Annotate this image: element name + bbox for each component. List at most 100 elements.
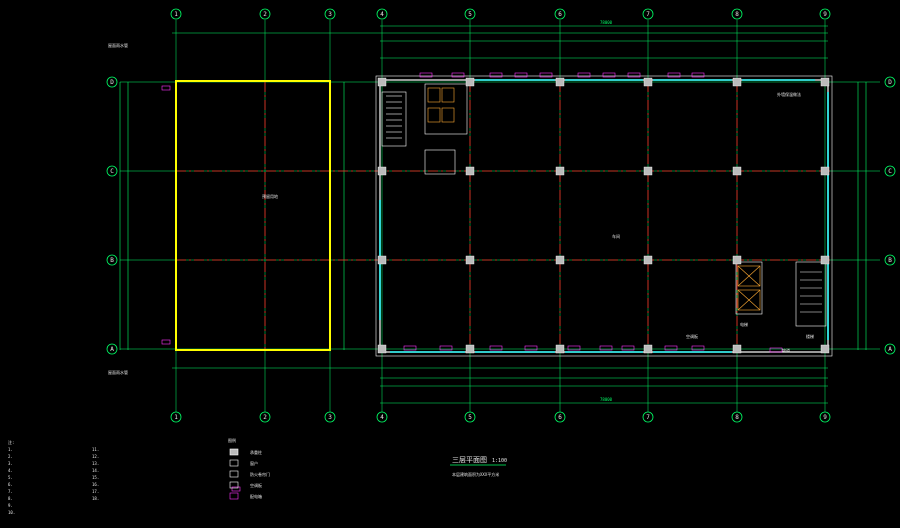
note-line: 17. bbox=[92, 489, 99, 494]
svg-text:B: B bbox=[110, 257, 114, 264]
legend-label: 承重柱 bbox=[250, 449, 262, 455]
svg-text:8: 8 bbox=[735, 11, 739, 18]
note-line: 9. bbox=[8, 503, 13, 508]
note-line: 2. bbox=[8, 454, 13, 459]
svg-text:C: C bbox=[888, 168, 892, 175]
axis-bubble-top-3: 3 bbox=[324, 8, 336, 20]
axis-bubble-left-D: D bbox=[106, 76, 118, 88]
svg-text:7: 7 bbox=[646, 414, 650, 421]
axis-bubble-top-9: 9 bbox=[819, 8, 831, 20]
stair-core-right[interactable] bbox=[735, 261, 827, 327]
axis-bubble-bottom-4: 4 bbox=[376, 411, 388, 423]
tag-stair: 楼梯 bbox=[806, 333, 814, 339]
note-line: 11. bbox=[92, 447, 99, 452]
notes-col1: 1.2.3.4.5.6.7.8.9.10. bbox=[8, 447, 15, 515]
svg-text:5: 5 bbox=[468, 11, 472, 18]
axis-bubble-left-C: C bbox=[106, 165, 118, 177]
tag-elevator: 电梯 bbox=[740, 321, 748, 327]
svg-text:5: 5 bbox=[468, 414, 472, 421]
note-line: 5. bbox=[8, 475, 13, 480]
red-axes bbox=[176, 82, 830, 349]
tag-ramp: 坡道 bbox=[782, 347, 790, 353]
legend-swatch bbox=[229, 448, 239, 456]
room-label-right: 车间 bbox=[612, 233, 620, 239]
note-line: 14. bbox=[92, 468, 99, 473]
axis-bubble-left-A: A bbox=[106, 343, 118, 355]
svg-text:B: B bbox=[888, 257, 892, 264]
note-line: 4. bbox=[8, 468, 13, 473]
svg-text:1: 1 bbox=[174, 414, 178, 421]
legend-label: 空调板 bbox=[250, 482, 262, 488]
axis-bubble-top-5: 5 bbox=[464, 8, 476, 20]
note-line: 15. bbox=[92, 475, 99, 480]
note-line: 10. bbox=[8, 510, 15, 515]
room-label-left: 预留用地 bbox=[262, 193, 278, 199]
axis-bubble-bottom-6: 6 bbox=[554, 411, 566, 423]
note-line: 12. bbox=[92, 454, 99, 459]
svg-text:3: 3 bbox=[328, 414, 332, 421]
svg-text:4: 4 bbox=[380, 414, 384, 421]
note-line: 6. bbox=[8, 482, 13, 487]
svg-text:A: A bbox=[888, 346, 892, 353]
note-line: 8. bbox=[8, 496, 13, 501]
axis-bubble-right-C: C bbox=[884, 165, 896, 177]
svg-text:A: A bbox=[110, 346, 114, 353]
axis-bubble-top-2: 2 bbox=[259, 8, 271, 20]
svg-text:9: 9 bbox=[823, 414, 827, 421]
note-line: 16. bbox=[92, 482, 99, 487]
axis-bubble-bottom-9: 9 bbox=[819, 411, 831, 423]
axis-bubble-bottom-2: 2 bbox=[259, 411, 271, 423]
drawing-scale: 1:100 bbox=[492, 458, 507, 464]
axis-bubble-bottom-5: 5 bbox=[464, 411, 476, 423]
drawing-title: 三层平面图 bbox=[452, 456, 487, 464]
reserved-plot-boundary[interactable] bbox=[175, 80, 331, 351]
legend-swatch bbox=[229, 492, 239, 500]
svg-text:4: 4 bbox=[380, 11, 384, 18]
svg-text:1: 1 bbox=[174, 11, 178, 18]
window-strips bbox=[379, 79, 829, 353]
building-walls bbox=[375, 75, 833, 357]
legend-label: 窗户 bbox=[250, 460, 258, 466]
axis-bubble-bottom-7: 7 bbox=[642, 411, 654, 423]
notes-col2: 11.12.13.14.15.16.17.18. bbox=[92, 447, 99, 501]
axis-bubble-bottom-8: 8 bbox=[731, 411, 743, 423]
dims-total-bottom: 78000 bbox=[600, 397, 613, 402]
legend-label: 配电箱 bbox=[250, 493, 262, 499]
legend-swatch bbox=[229, 470, 239, 478]
legend-swatch bbox=[229, 459, 239, 467]
note-line: 3. bbox=[8, 461, 13, 466]
axis-bubble-top-4: 4 bbox=[376, 8, 388, 20]
note-line: 18. bbox=[92, 496, 99, 501]
svg-text:6: 6 bbox=[558, 11, 562, 18]
svg-text:8: 8 bbox=[735, 414, 739, 421]
axis-bubble-right-B: B bbox=[884, 254, 896, 266]
legend-swatch bbox=[229, 481, 239, 489]
legend-label: 防火卷帘门 bbox=[250, 471, 270, 477]
axis-bubble-top-6: 6 bbox=[554, 8, 566, 20]
note-bottom-right: 空调板 bbox=[686, 333, 698, 339]
svg-text:7: 7 bbox=[646, 11, 650, 18]
axis-bubble-top-7: 7 bbox=[642, 8, 654, 20]
svg-text:D: D bbox=[110, 79, 114, 86]
svg-text:2: 2 bbox=[263, 414, 267, 421]
axis-bubble-bottom-3: 3 bbox=[324, 411, 336, 423]
notes-title: 注: bbox=[8, 439, 14, 445]
axis-grid bbox=[120, 20, 880, 412]
window-tags bbox=[161, 72, 783, 492]
axis-bubble-top-1: 1 bbox=[170, 8, 182, 20]
top-dimension-lines bbox=[119, 25, 867, 404]
svg-text:C: C bbox=[110, 168, 114, 175]
legend-title: 图例 bbox=[228, 437, 236, 443]
note-line: 7. bbox=[8, 489, 13, 494]
axis-bubble-right-D: D bbox=[884, 76, 896, 88]
dims-total-top: 78000 bbox=[600, 20, 613, 25]
note-left-bottom: 屋面雨水管 bbox=[108, 369, 128, 375]
drawing-subtitle: 本层建筑面积为XXX平方米 bbox=[452, 471, 499, 477]
note-top-left: 屋面雨水管 bbox=[108, 42, 128, 48]
svg-text:9: 9 bbox=[823, 11, 827, 18]
stair-core-left[interactable] bbox=[381, 83, 468, 175]
axis-bubble-bottom-1: 1 bbox=[170, 411, 182, 423]
